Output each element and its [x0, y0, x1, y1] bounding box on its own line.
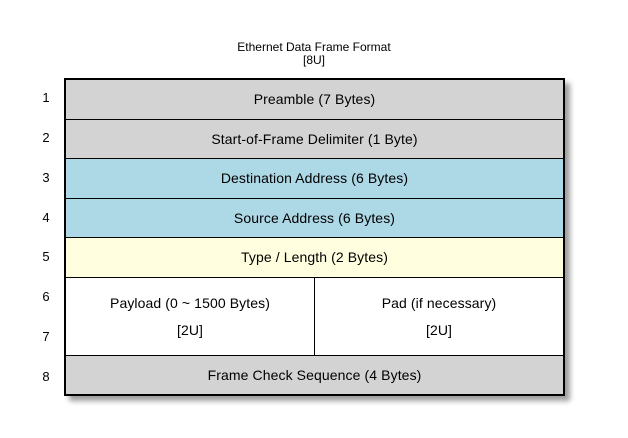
row-type-length: Type / Length (2 Bytes): [66, 237, 563, 277]
row-label: Frame Check Sequence (4 Bytes): [207, 366, 422, 383]
row-number: 5: [42, 249, 50, 265]
row-preamble: Preamble (7 Bytes): [66, 80, 563, 119]
row-number: 1: [42, 90, 50, 106]
row-destination-address: Destination Address (6 Bytes): [66, 158, 563, 198]
row-label: Source Address (6 Bytes): [233, 209, 396, 226]
row-number: 2: [42, 130, 50, 146]
row-number: 4: [42, 209, 50, 225]
payload-label: Payload (0 ~ 1500 Bytes): [110, 294, 270, 311]
row-label: Start-of-Frame Delimiter (1 Byte): [211, 130, 418, 147]
row-number: 8: [42, 368, 50, 384]
row-start-of-frame-delimiter: Start-of-Frame Delimiter (1 Byte): [66, 118, 563, 158]
row-source-address: Source Address (6 Bytes): [66, 197, 563, 237]
row-payload-pad: Payload (0 ~ 1500 Bytes) [2U] Pad (if ne…: [66, 276, 563, 355]
frame-format-table: Preamble (7 Bytes) Start-of-Frame Delimi…: [64, 78, 565, 396]
diagram-title-units: [8U]: [302, 53, 325, 67]
diagram-title: Ethernet Data Frame Format: [237, 40, 391, 54]
payload-units: [2U]: [176, 321, 204, 338]
pad-units: [2U]: [425, 321, 453, 338]
row-label: Preamble (7 Bytes): [253, 91, 376, 108]
cell-payload: Payload (0 ~ 1500 Bytes) [2U]: [66, 278, 314, 355]
row-number: 6: [42, 289, 50, 305]
pad-label: Pad (if necessary): [381, 294, 497, 311]
diagram-title-block: Ethernet Data Frame Format [8U]: [0, 41, 628, 67]
row-number: 7: [42, 328, 50, 344]
cell-pad: Pad (if necessary) [2U]: [314, 277, 563, 355]
row-frame-check-sequence: Frame Check Sequence (4 Bytes): [66, 354, 563, 394]
row-number-gutter: 1 2 3 4 5 6 7 8: [34, 78, 58, 396]
row-number: 3: [42, 169, 50, 185]
row-label: Destination Address (6 Bytes): [220, 170, 409, 187]
row-label: Type / Length (2 Bytes): [240, 249, 389, 266]
